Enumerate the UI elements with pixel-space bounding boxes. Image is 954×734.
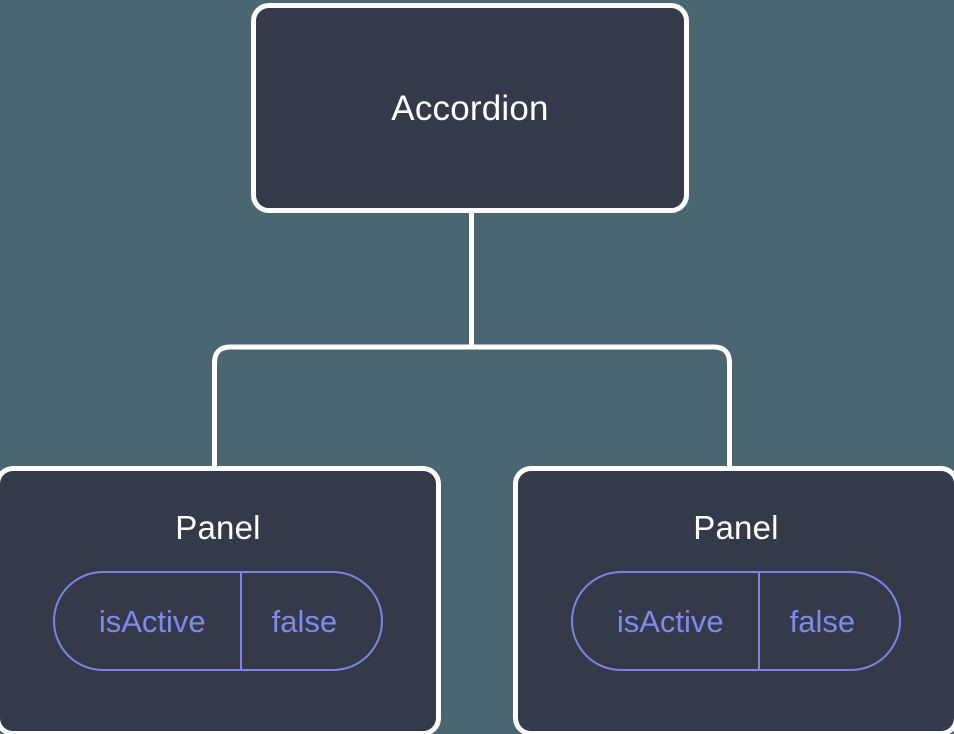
component-name-label: Accordion [391,88,549,128]
state-pill[interactable]: isActive false [570,571,902,671]
state-key-label: isActive [616,603,724,639]
connector-branch-bar [212,344,732,470]
state-pill[interactable]: isActive false [52,571,384,671]
component-node-panel-1[interactable]: Panel isActive false [0,466,441,734]
component-name-label: Panel [693,509,779,546]
component-name-label: Panel [175,509,261,546]
state-value-label: false [757,573,899,669]
component-node-accordion[interactable]: Accordion [251,3,689,213]
state-value-label: false [239,573,381,669]
state-key-label: isActive [98,603,206,639]
component-node-panel-2[interactable]: Panel isActive false [513,466,954,734]
